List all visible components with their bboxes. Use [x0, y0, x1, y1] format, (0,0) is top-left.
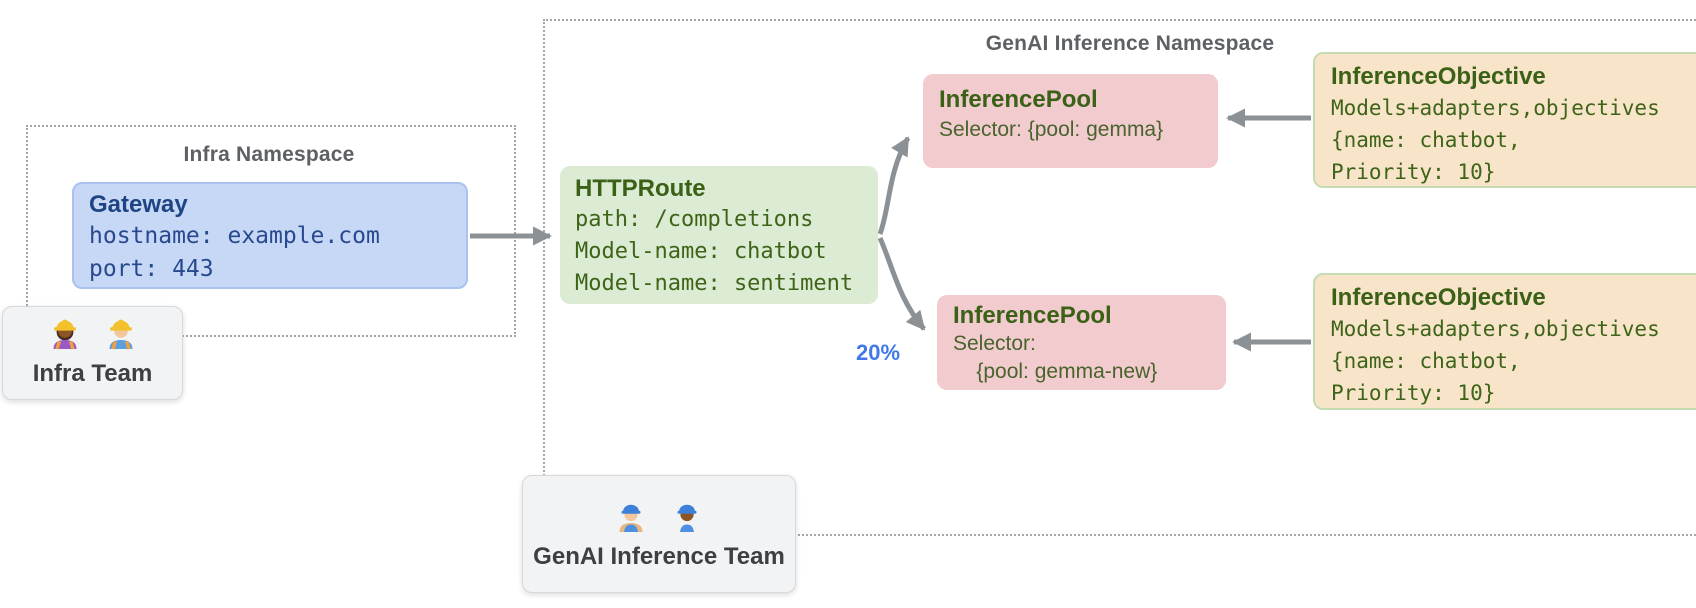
infra-team-label: Infra Team	[32, 360, 153, 387]
httproute-title: HTTPRoute	[575, 175, 706, 202]
genai-team-icons	[523, 498, 795, 541]
infra-team-icons	[3, 315, 182, 358]
gateway-port: port: 443	[89, 256, 214, 282]
httproute-path: path: /completions	[575, 207, 814, 232]
construction-worker-icon	[46, 315, 84, 358]
gateway-node: Gateway hostname: example.com port: 443	[72, 182, 468, 289]
inference-pool-title: InferencePool	[953, 302, 1112, 329]
inference-objective-title: InferenceObjective	[1331, 63, 1546, 90]
inference-pool-gemma-node: InferencePool Selector: {pool: gemma}	[923, 74, 1218, 168]
infra-namespace-box	[26, 125, 516, 337]
gateway-hostname: hostname: example.com	[89, 223, 380, 249]
inference-objective-priority: Priority: 10}	[1331, 381, 1496, 405]
mechanic-icon	[612, 498, 650, 541]
inference-objective-top-node: InferenceObjective Models+adapters,objec…	[1313, 52, 1696, 188]
genai-namespace-box	[543, 19, 1696, 536]
mechanic-icon	[668, 498, 706, 541]
inference-objective-bottom-node: InferenceObjective Models+adapters,objec…	[1313, 273, 1696, 410]
httproute-model-chatbot: Model-name: chatbot	[575, 239, 827, 264]
traffic-split-label: 20%	[856, 340, 901, 365]
inference-objective-title: InferenceObjective	[1331, 284, 1546, 311]
infra-team-box: Infra Team	[2, 306, 183, 400]
genai-team-label: GenAI Inference Team	[533, 543, 785, 570]
inference-objective-name: {name: chatbot,	[1331, 349, 1521, 373]
inference-pool-gemma-new-node: InferencePool Selector: {pool: gemma-new…	[937, 295, 1226, 390]
inference-objective-name: {name: chatbot,	[1331, 128, 1521, 152]
genai-namespace-title: GenAI Inference Namespace	[985, 32, 1275, 55]
inference-objective-models: Models+adapters,objectives	[1331, 96, 1660, 120]
genai-team-box: GenAI Inference Team	[522, 475, 796, 593]
inference-pool-selector: Selector: {pool: gemma}	[939, 118, 1164, 141]
inference-objective-models: Models+adapters,objectives	[1331, 317, 1660, 341]
construction-worker-icon	[102, 315, 140, 358]
inference-pool-title: InferencePool	[939, 86, 1098, 113]
httproute-node: HTTPRoute path: /completions Model-name:…	[560, 166, 878, 304]
inference-pool-selector: Selector:	[953, 332, 1036, 355]
inference-objective-priority: Priority: 10}	[1331, 160, 1496, 184]
infra-namespace-title: Infra Namespace	[183, 143, 355, 166]
inference-pool-selector-value: {pool: gemma-new}	[953, 360, 1158, 383]
gateway-title: Gateway	[89, 191, 188, 218]
httproute-model-sentiment: Model-name: sentiment	[575, 271, 854, 296]
